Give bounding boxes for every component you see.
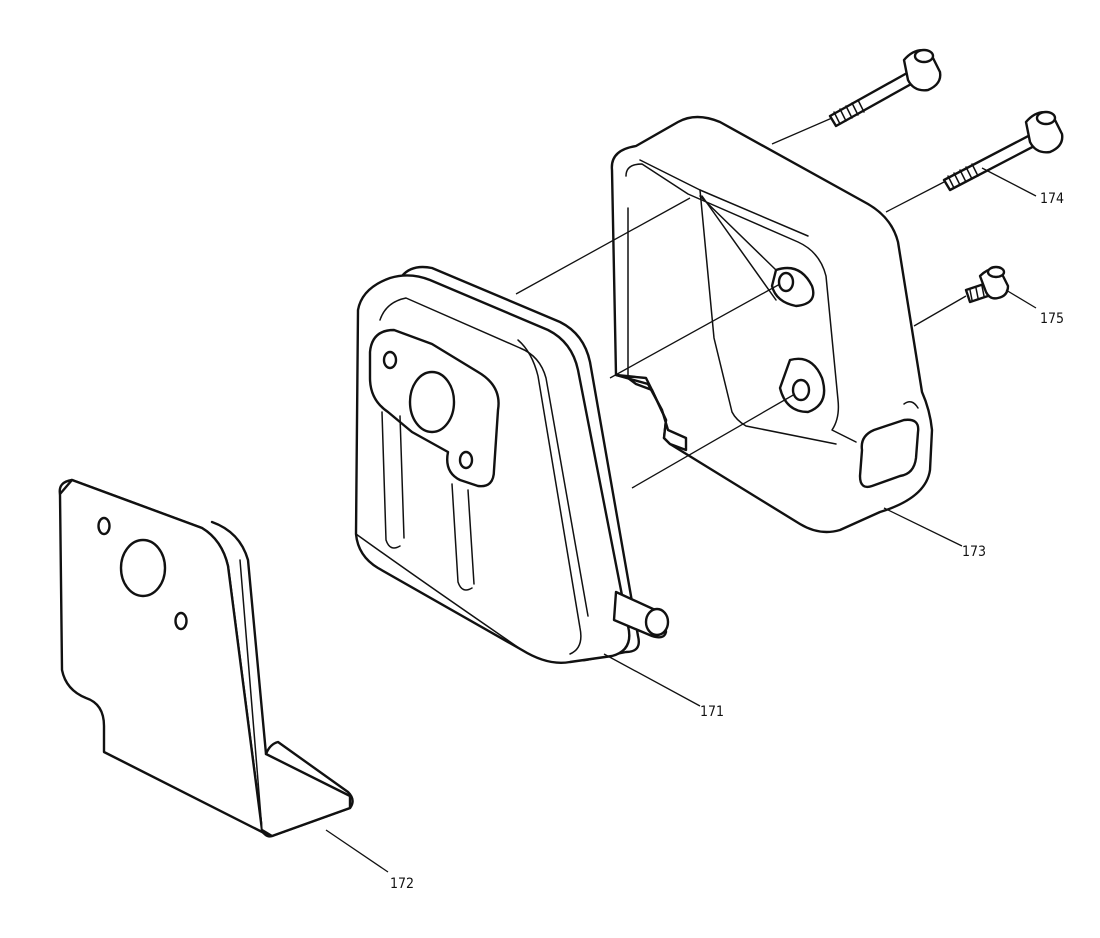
muffler-lower-bolt-hole xyxy=(458,450,474,470)
cover-outlet-slot xyxy=(858,418,920,489)
upper-bolt xyxy=(828,48,942,128)
screw-part xyxy=(964,265,1010,304)
callout-173: 173 xyxy=(962,544,986,560)
muffler-upper-bolt-hole xyxy=(382,350,398,370)
cover-upper-bolt-hole xyxy=(777,271,795,293)
bracket-lower-hole xyxy=(174,611,188,631)
cover-part xyxy=(610,115,934,534)
lower-bolt xyxy=(942,110,1064,192)
callout-leaders xyxy=(325,167,1037,873)
muffler-exhaust-port xyxy=(408,370,456,434)
bracket-upper-hole xyxy=(97,516,111,536)
callout-172: 172 xyxy=(390,876,414,892)
bracket-center-hole xyxy=(119,538,167,598)
long-bolt-part xyxy=(828,48,1064,192)
callout-175: 175 xyxy=(1040,311,1064,327)
muffler-part xyxy=(354,265,670,664)
muffler-outlet-pipe xyxy=(644,607,670,637)
assembly-lines xyxy=(515,117,967,489)
callout-171: 171 xyxy=(700,704,724,720)
cover-lower-bolt-hole xyxy=(791,378,811,402)
bracket-part xyxy=(58,478,354,838)
callout-174: 174 xyxy=(1040,191,1064,207)
